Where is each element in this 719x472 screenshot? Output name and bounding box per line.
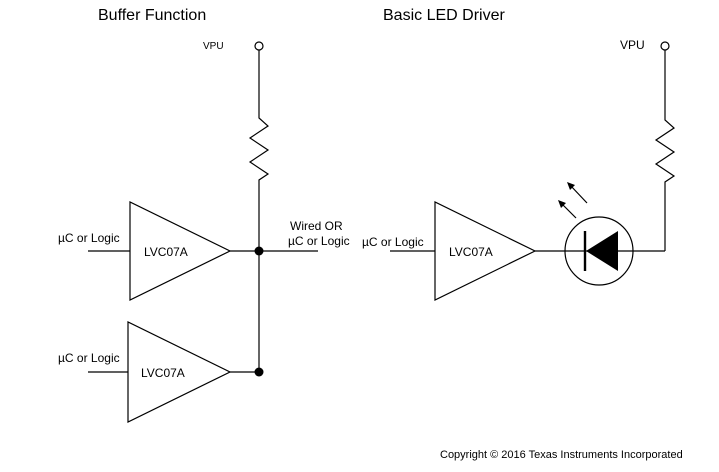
buffer-top-input-label: µC or Logic — [58, 231, 120, 245]
buffer-top-junction — [254, 246, 264, 256]
buffer-bottom-input-label: µC or Logic — [58, 351, 120, 365]
led-diode-triangle — [586, 231, 618, 271]
led-pullup-resistor — [654, 112, 676, 186]
buffer-function-title: Buffer Function — [98, 7, 206, 24]
led-driver-title: Basic LED Driver — [383, 7, 505, 24]
led-driver-diagram: Basic LED Driver VPU LVC07A µC or Logic — [362, 7, 676, 301]
led-input-label: µC or Logic — [362, 235, 424, 249]
led-vpu-label: VPU — [620, 38, 645, 52]
led-driver-gate-label: LVC07A — [449, 245, 493, 259]
buffer-bottom-junction — [254, 367, 264, 377]
buffer-vpu-terminal — [254, 41, 264, 51]
led-light-arrowhead-2 — [558, 200, 566, 208]
led-icon — [564, 216, 634, 286]
buffer-vpu-label: VPU — [203, 41, 224, 52]
buffer-bottom-gate-label: LVC07A — [141, 366, 185, 380]
buffer-output-label-2: µC or Logic — [288, 234, 350, 248]
copyright-notice: Copyright © 2016 Texas Instruments Incor… — [440, 449, 683, 461]
led-light-arrowhead-1 — [567, 182, 575, 190]
led-vpu-terminal — [660, 41, 670, 51]
buffer-pullup-resistor — [248, 110, 270, 184]
buffer-top-gate-label: LVC07A — [144, 245, 188, 259]
led-light-arrows-icon — [558, 182, 588, 219]
buffer-output-label-1: Wired OR — [290, 219, 343, 233]
led-light-arrow-1 — [569, 184, 588, 204]
buffer-function-diagram: Buffer Function VPU LVC07A µC or Logic W… — [58, 7, 350, 423]
